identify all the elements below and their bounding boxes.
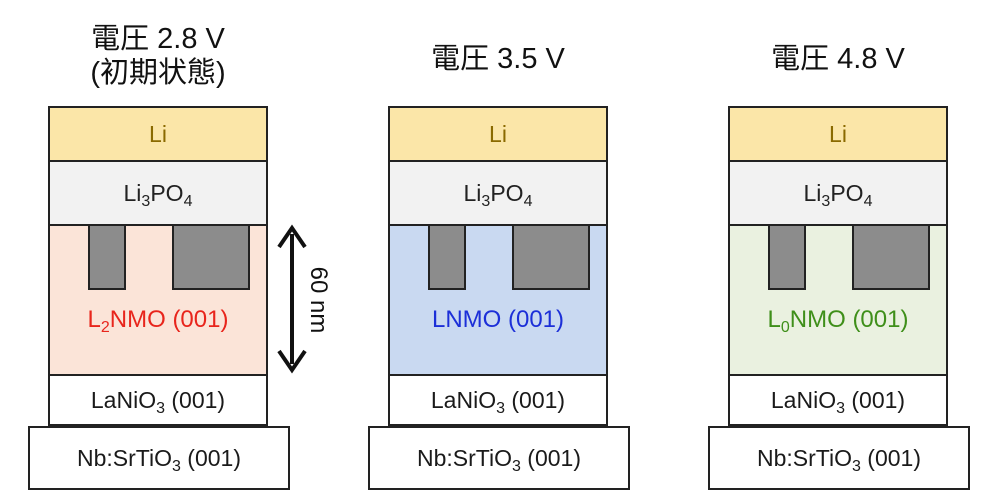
stack-2-lanio3-layer: LaNiO3 (001) <box>388 374 608 426</box>
stack-3-lanio3-layer: LaNiO3 (001) <box>728 374 948 426</box>
stack-2-narrow-block <box>428 224 466 290</box>
stack-2-cathode-label: LNMO (001) <box>431 306 565 333</box>
stack-1-wide-block <box>172 224 250 290</box>
stack-3-lanio3-label: LaNiO3 (001) <box>770 386 906 417</box>
stack-2-substrate-layer: Nb:SrTiO3 (001) <box>368 426 630 490</box>
stack-3-cathode-label: L0NMO (001) <box>767 306 909 336</box>
stack-3-electrolyte-label: Li3PO4 <box>803 179 873 210</box>
stack-3-title: 電圧 4.8 V <box>728 42 948 76</box>
stack-2-electrolyte-layer: Li3PO4 <box>388 160 608 226</box>
stack-1-substrate-layer: Nb:SrTiO3 (001) <box>28 426 290 490</box>
stack-2-title-line1: 電圧 3.5 V <box>431 43 565 75</box>
thickness-arrow-head-top <box>277 224 307 249</box>
stack-2-title: 電圧 3.5 V <box>388 42 608 76</box>
stack-3-wide-block <box>852 224 930 290</box>
stack-1-li-label: Li <box>149 120 167 147</box>
stack-1-lanio3-label: LaNiO3 (001) <box>90 386 226 417</box>
thickness-arrow-head-bottom <box>277 349 307 374</box>
stack-3-substrate-label: Nb:SrTiO3 (001) <box>757 444 921 475</box>
stack-1-electrolyte-layer: Li3PO4 <box>48 160 268 226</box>
stack-3-li-label: Li <box>829 120 847 147</box>
stack-1-narrow-block <box>88 224 126 290</box>
stack-3-electrolyte-layer: Li3PO4 <box>728 160 948 226</box>
stack-1-title-line2: (初期状態) <box>90 57 226 89</box>
stack-2-li-layer: Li <box>388 106 608 162</box>
thickness-label: 60 nm <box>305 267 332 334</box>
stack-3-narrow-block <box>768 224 806 290</box>
stack-2-li-label: Li <box>489 120 507 147</box>
stack-1-electrolyte-label: Li3PO4 <box>123 179 193 210</box>
stack-2-electrolyte-label: Li3PO4 <box>463 179 533 210</box>
stack-2-lanio3-label: LaNiO3 (001) <box>430 386 566 417</box>
stack-1-title-line1: 電圧 2.8 V <box>91 23 225 55</box>
stack-1-cathode-label: L2NMO (001) <box>87 306 229 336</box>
stack-1-substrate-label: Nb:SrTiO3 (001) <box>77 444 241 475</box>
stack-2-substrate-label: Nb:SrTiO3 (001) <box>417 444 581 475</box>
stack-3-substrate-layer: Nb:SrTiO3 (001) <box>708 426 970 490</box>
stack-1-lanio3-layer: LaNiO3 (001) <box>48 374 268 426</box>
stack-1-title: 電圧 2.8 V (初期状態) <box>48 22 268 90</box>
stack-3-li-layer: Li <box>728 106 948 162</box>
stack-2-wide-block <box>512 224 590 290</box>
stack-3-title-line1: 電圧 4.8 V <box>771 43 905 75</box>
